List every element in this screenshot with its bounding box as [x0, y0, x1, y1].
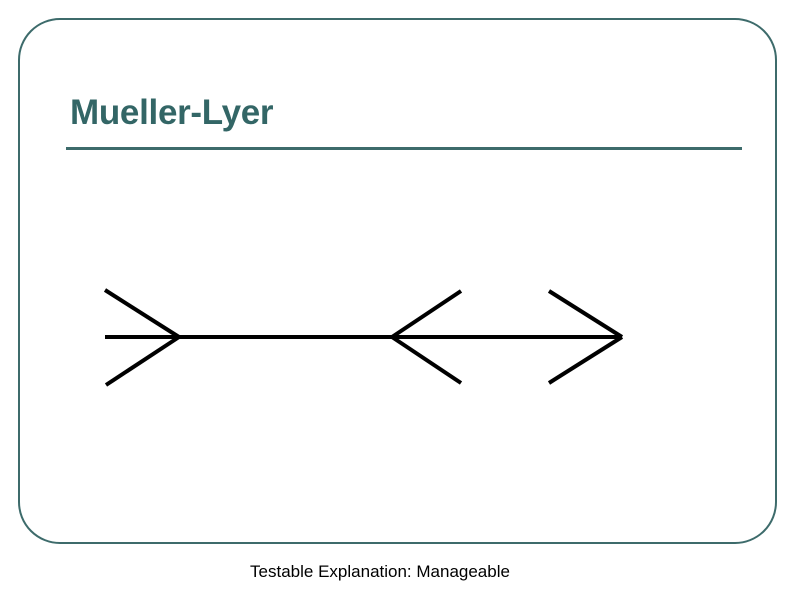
title-underline-rule [66, 147, 742, 150]
page-title: Mueller-Lyer [70, 93, 274, 132]
slide-caption: Testable Explanation: Manageable [250, 562, 510, 581]
slide-rounded-frame [18, 18, 777, 544]
